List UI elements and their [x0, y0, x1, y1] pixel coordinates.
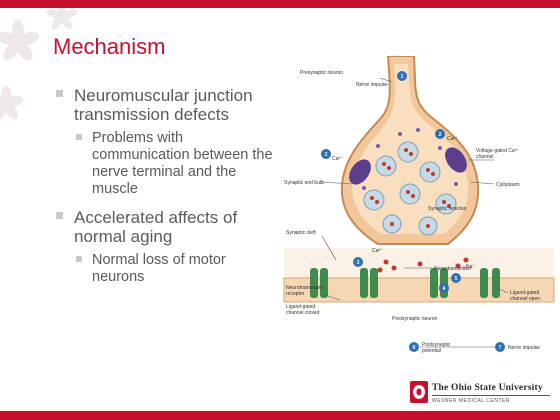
vesicle	[419, 161, 441, 183]
label-calcium: Ca²⁺	[447, 136, 458, 142]
sub-bullet-item: Normal loss of motor neurons	[76, 252, 276, 286]
university-name: The Ohio State University	[432, 383, 543, 393]
step-number: 4	[443, 286, 446, 292]
vesicle	[363, 189, 385, 211]
synaptic-vesicles	[363, 141, 457, 236]
label-synaptic-cleft: Synaptic cleft	[286, 230, 316, 236]
label-voltage-gated-channel: Voltage-gated Ca²⁺	[476, 148, 519, 154]
receptor	[492, 268, 500, 298]
step-badges	[321, 71, 505, 352]
synapse-diagram: 1 2 2 3 4 5 6 7 Presynaptic neuron Nerve…	[283, 56, 555, 354]
label-neurotransmitter: Neurotransmitter	[434, 266, 472, 272]
receptor	[430, 268, 438, 298]
bullet-item: Neuromuscular junction transmission defe…	[56, 86, 276, 124]
bullet-marker	[76, 134, 82, 140]
decorative-flower-pattern	[0, 8, 78, 120]
step-badge	[435, 129, 445, 139]
step-badge	[439, 283, 449, 293]
label-ligand-gated-open: Ligand-gated	[510, 290, 539, 296]
label-cytoplasm: Cytoplasm	[496, 182, 520, 188]
step-number: 3	[357, 260, 360, 266]
step-badge	[353, 257, 363, 267]
step-badge	[397, 71, 407, 81]
bullet-text: Accelerated affects of normal aging	[74, 208, 238, 246]
step-number: 2	[325, 152, 328, 158]
step-badge	[321, 149, 331, 159]
footer-divider	[432, 395, 550, 396]
neurotransmitter-dots	[370, 148, 469, 273]
step-number: 5	[455, 276, 458, 282]
bullet-marker	[56, 90, 63, 97]
sub-bullet-text: Problems with communication between the …	[92, 130, 273, 197]
label-neurotransmitter-receptor: receptor	[286, 291, 305, 297]
voltage-gated-channel	[445, 147, 467, 173]
bottom-accent-bar	[0, 411, 560, 420]
sub-bullet-item: Problems with communication between the …	[76, 130, 276, 198]
label-postsynaptic-neuron: Postsynaptic neuron	[392, 316, 438, 322]
top-accent-bar	[0, 0, 560, 8]
label-calcium: Ca²⁺	[332, 156, 343, 162]
leader-lines	[321, 77, 509, 348]
step-number: 7	[499, 345, 502, 351]
step-badge	[451, 273, 461, 283]
bullet-list: Neuromuscular junction transmission defe…	[56, 86, 276, 294]
label-synaptic-end-bulb: Synaptic end bulb	[284, 180, 324, 186]
label-calcium: Ca²⁺	[372, 248, 383, 254]
receptor	[360, 268, 368, 298]
block-o-logo	[410, 381, 428, 403]
step-number: 2	[439, 132, 442, 138]
label-ligand-gated-open: channel open	[510, 296, 540, 302]
label-voltage-gated-channel: channel	[476, 154, 494, 160]
label-synaptic-vesicles: Synaptic vesicles	[428, 206, 467, 212]
vesicle	[435, 193, 457, 215]
label-nerve-impulse: Nerve impulse	[356, 82, 388, 88]
receptor	[310, 268, 318, 298]
label-ligand-gated-closed: channel closed	[286, 310, 320, 316]
receptor	[320, 268, 328, 298]
calcium-ions	[362, 128, 458, 190]
label-neurotransmitter-receptor: Neurotransmitter	[286, 285, 324, 291]
receptor	[480, 268, 488, 298]
receptor	[370, 268, 378, 298]
medical-center-name: WEXNER MEDICAL CENTER	[432, 398, 510, 404]
bullet-item: Accelerated affects of normal aging	[56, 208, 276, 246]
sub-bullet-text: Normal loss of motor neurons	[92, 252, 226, 285]
step-number: 1	[401, 74, 404, 80]
voltage-gated-channel	[349, 159, 371, 185]
bullet-marker	[76, 256, 82, 262]
label-nerve-impulse: Nerve impulse	[508, 345, 540, 351]
step-number: 6	[413, 345, 416, 351]
label-sodium: Na⁺	[466, 264, 475, 270]
step-badge	[495, 342, 505, 352]
bullet-marker	[56, 212, 63, 219]
label-ligand-gated-closed: Ligand-gated	[286, 304, 315, 310]
vesicle	[399, 183, 421, 205]
label-postsynaptic-potential: potential	[422, 348, 441, 354]
label-postsynaptic-potential: Postsynaptic	[422, 342, 451, 348]
vesicle	[397, 141, 419, 163]
bullet-text: Neuromuscular junction transmission defe…	[74, 86, 253, 124]
slide-title: Mechanism	[53, 34, 166, 59]
vesicle	[375, 155, 397, 177]
label-presynaptic-neuron: Presynaptic neuron	[300, 70, 343, 76]
step-badge	[409, 342, 419, 352]
